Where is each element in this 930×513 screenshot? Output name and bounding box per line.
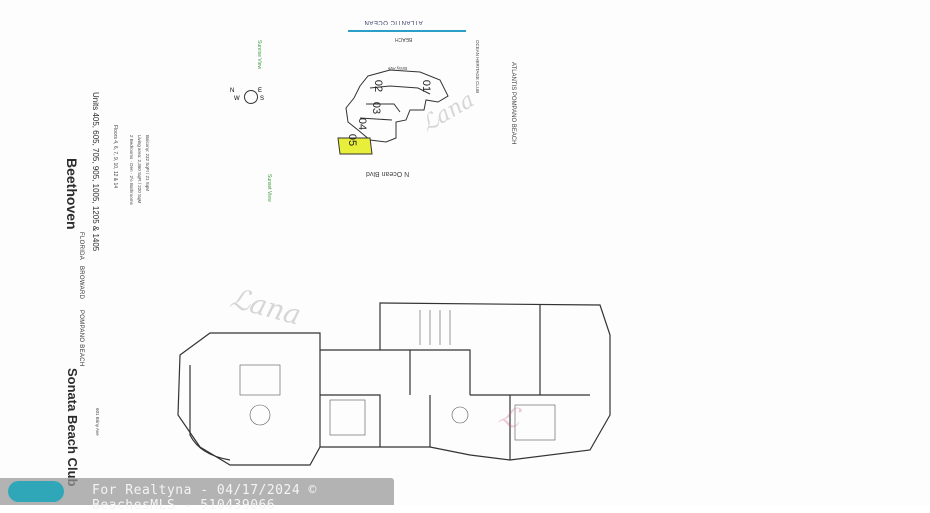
compass-e: E xyxy=(258,88,263,94)
building-name: Beethoven xyxy=(64,158,80,230)
ocean-label: ATLANTIC OCEAN xyxy=(364,19,423,25)
beach-label: BEACH xyxy=(395,36,413,42)
complex-label: ATLANTIS POMPANO BEACH xyxy=(510,62,516,145)
building-units: Units 405, 605, 705, 905, 1005, 1205 & 1… xyxy=(91,92,100,252)
unit-04-label: 04 xyxy=(356,117,369,131)
ocean-heritage-label: OCEAN HERITAGE CLUB xyxy=(475,40,480,94)
location-city: POMPANO BEACH xyxy=(78,310,84,367)
unit-01-label: 01 xyxy=(420,79,433,93)
watermark-bar: For Realtyna - 04/17/2024 © BeachesMLS -… xyxy=(0,478,394,513)
unit-03-label: 03 xyxy=(370,101,383,115)
unit-02-label: 02 xyxy=(372,79,385,93)
project-name: Sonata Beach Club xyxy=(65,368,80,487)
location-florida: FLORIDA xyxy=(78,232,84,261)
building-spec-2: Living area: 2,360 SqFt / 220 SqM xyxy=(137,135,142,204)
brand-logo-icon xyxy=(8,481,64,502)
compass-s: S xyxy=(260,96,265,102)
compass-w: W xyxy=(234,96,240,102)
ocean-line xyxy=(348,30,466,32)
unit-05-label: 05 xyxy=(346,133,359,147)
compass-rose-icon xyxy=(244,90,258,104)
building-floors: Floors 4, 6, 7, 9, 10, 12 & 14 xyxy=(112,125,118,189)
building-spec-1: 2 Bedrooms · Den · 2½ Bathrooms xyxy=(129,135,134,205)
compass-n: N xyxy=(230,88,235,94)
compass: N W E S xyxy=(230,86,270,110)
floor-plan-drawing xyxy=(177,302,611,466)
key-plan xyxy=(337,69,449,155)
street-top: Briny Ave xyxy=(388,66,407,71)
building-spec-3: Balcony: 232 SqFt / 21 SqM xyxy=(145,135,150,192)
legend-label: Sunrise View xyxy=(256,40,262,70)
street-bottom: N Ocean Blvd xyxy=(366,170,410,177)
location-broward: BROWARD xyxy=(78,266,84,300)
project-address: 601 Briny Ave xyxy=(95,408,100,436)
legend-label-2: Sunset View xyxy=(266,174,272,202)
watermark-text: For Realtyna - 04/17/2024 © BeachesMLS -… xyxy=(92,483,317,513)
highlighted-unit-05 xyxy=(337,137,373,155)
